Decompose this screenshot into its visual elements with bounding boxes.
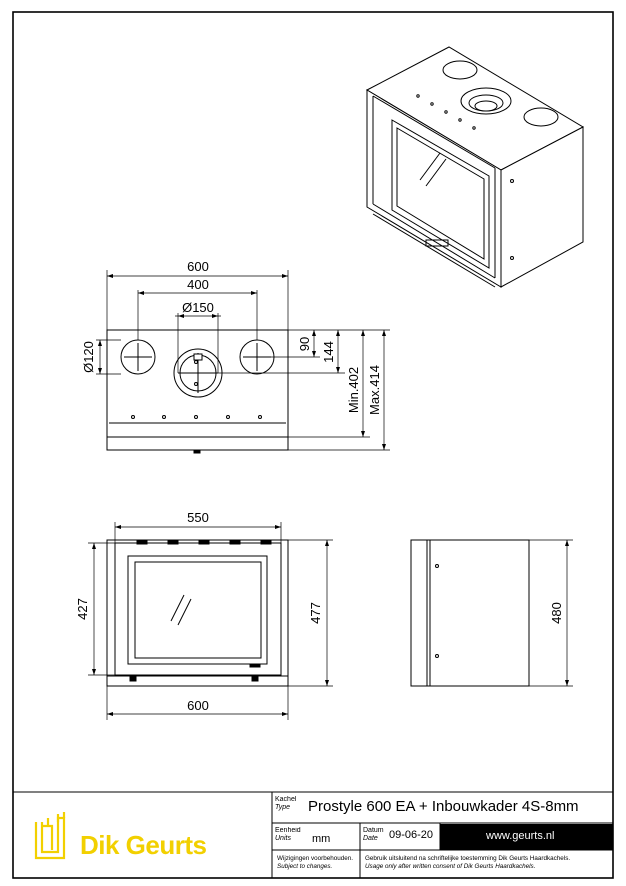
dim-flue-diameter-label: Ø150: [182, 300, 214, 315]
dim-outer-width-label: 600: [187, 698, 209, 713]
isometric-view: [365, 46, 585, 288]
elevation-view-dimensions: [88, 522, 333, 720]
front-view-arrowheads: [98, 274, 386, 450]
elevation-view: [106, 539, 289, 687]
date-label-main: Datum: [363, 827, 384, 834]
side-view-dimensions: [529, 539, 573, 687]
unit-label-sub: Units: [275, 835, 291, 842]
dim-inner-width-label: 550: [187, 510, 209, 525]
front-view-dimensions: [96, 270, 390, 451]
front-view: [106, 329, 289, 454]
product-name: Prostyle 600 EA + Inbouwkader 4S-8mm: [308, 798, 579, 815]
date-value: 09-06-20: [389, 829, 434, 841]
usage-notice-nl: Gebruik uitsluitend na schriftelijke toe…: [365, 855, 571, 862]
logo-wordmark: Dik Geurts: [80, 830, 207, 860]
usage-notice: Gebruik uitsluitend na schriftelijke toe…: [365, 855, 570, 870]
elevation-view-labels: 550 600 427 477: [75, 510, 323, 713]
type-label-sub: Type: [275, 804, 291, 811]
side-view: [410, 539, 530, 687]
dim-90-label: 90: [297, 337, 312, 351]
dim-outer-height-label: 477: [308, 602, 323, 624]
dik-geurts-logo-mark: [34, 812, 66, 860]
changes-notice: Wijzigingen voorbehouden. Subject to cha…: [277, 855, 353, 870]
unit-label-main: Eenheid: [275, 827, 301, 834]
elevation-view-arrowheads: [92, 525, 329, 716]
unit-label: Eenheid Units: [275, 827, 301, 843]
dim-height-min-label: Min.402: [346, 367, 361, 413]
type-label-main: Kachel: [275, 796, 297, 803]
dim-144-label: 144: [321, 341, 336, 363]
date-label: Datum Date: [363, 827, 384, 843]
sheet-border: [12, 11, 614, 879]
usage-notice-en: Usage only after written consent of Dik …: [365, 862, 536, 870]
front-view-labels: 600 400 Ø150 Ø120 90 144 Min.402 Max.414: [81, 259, 382, 415]
dim-width-600-label: 600: [187, 259, 209, 274]
dim-side-hole-diameter-label: Ø120: [81, 341, 96, 373]
dim-hole-spacing-label: 400: [187, 277, 209, 292]
website-link[interactable]: www.geurts.nl: [486, 830, 555, 842]
side-view-arrowheads: [565, 540, 569, 686]
unit-value: mm: [312, 833, 331, 845]
type-label: Kachel Type: [275, 796, 296, 812]
website-bar: [440, 824, 613, 850]
dim-height-max-label: Max.414: [367, 365, 382, 415]
changes-notice-en: Subject to changes.: [277, 862, 333, 870]
changes-notice-nl: Wijzigingen voorbehouden.: [277, 855, 353, 862]
dim-inner-height-label: 427: [75, 598, 90, 620]
dim-side-height-label: 480: [549, 602, 564, 624]
date-label-sub: Date: [363, 835, 378, 842]
